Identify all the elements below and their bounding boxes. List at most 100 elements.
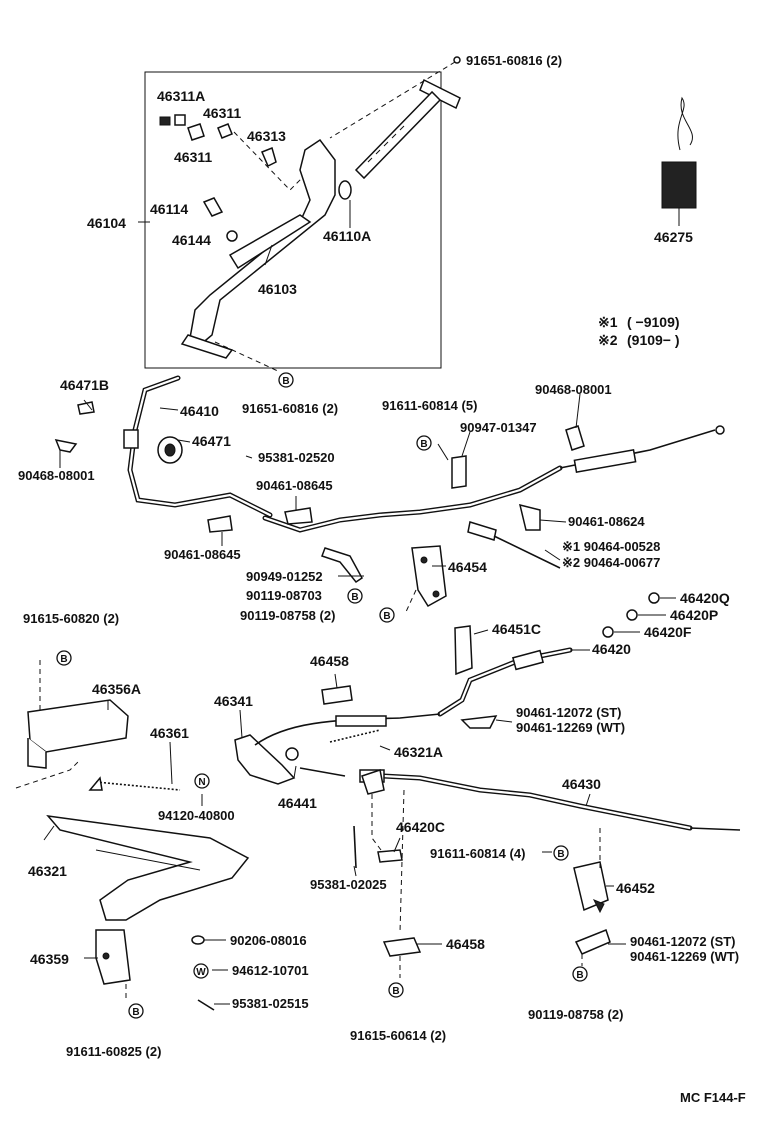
symbol-b-7: B xyxy=(572,966,588,982)
pin-95381-02515 xyxy=(197,999,215,1011)
clip-46311A xyxy=(159,114,186,126)
pin-95381-02025 xyxy=(353,825,357,869)
label-46144: 46144 xyxy=(172,232,211,248)
svg-text:B: B xyxy=(557,849,564,860)
label-90119-08703: 90119-08703 xyxy=(246,588,322,603)
label-46311-b: 46311 xyxy=(174,149,212,165)
label-46452: 46452 xyxy=(616,880,655,896)
label-91615-60820: 91615-60820 (2) xyxy=(23,611,119,626)
label-91611-60814-5: 91611-60814 (5) xyxy=(382,398,477,413)
label-90461-12072-b: 90461-12072 (ST) xyxy=(630,934,736,949)
label-46359: 46359 xyxy=(30,951,69,967)
label-46420P: 46420P xyxy=(670,607,718,623)
label-90461-08645-a: 90461-08645 xyxy=(256,478,333,493)
svg-text:B: B xyxy=(392,986,399,997)
bracket-46359 xyxy=(95,929,131,985)
legend-range-1: ( −9109) xyxy=(627,314,680,330)
bracket-46452 xyxy=(573,861,609,914)
label-46321: 46321 xyxy=(28,863,67,879)
clip-90461-12072-b xyxy=(574,929,611,955)
label-46341: 46341 xyxy=(214,693,253,709)
label-90464-00528: ※1 90464-00528 xyxy=(562,539,660,554)
label-95381-02515: 95381-02515 xyxy=(232,996,309,1011)
symbol-b-8: B xyxy=(388,982,404,998)
symbol-b-1: B xyxy=(278,372,294,388)
label-46103: 46103 xyxy=(258,281,297,297)
ring-46110A xyxy=(338,180,352,200)
label-46420F: 46420F xyxy=(644,624,692,640)
clip-90461-12072-a xyxy=(460,715,498,729)
clevis-46420C xyxy=(361,769,385,795)
label-46420: 46420 xyxy=(592,641,631,657)
clip-46420C-pin xyxy=(377,849,403,863)
grommet-46471 xyxy=(157,436,183,464)
lever-body xyxy=(180,138,352,359)
label-46114: 46114 xyxy=(150,201,188,217)
clip-46471B xyxy=(77,401,95,415)
label-90947-01347: 90947-01347 xyxy=(460,420,537,435)
lever-assembly-box xyxy=(144,71,442,369)
bracket-90949 xyxy=(321,547,363,584)
label-90461-12269-a: 90461-12269 (WT) xyxy=(516,720,625,735)
pad-46458-top xyxy=(321,685,353,705)
symbol-b-2: B xyxy=(416,435,432,451)
label-91611-60825: 91611-60825 (2) xyxy=(66,1044,161,1059)
svg-text:B: B xyxy=(132,1007,139,1018)
label-90206-08016: 90206-08016 xyxy=(230,933,307,948)
nut-46420Q xyxy=(648,592,660,604)
label-46458-b: 46458 xyxy=(446,936,485,952)
pad-46458-bottom xyxy=(382,937,422,957)
svg-text:B: B xyxy=(420,439,427,450)
label-46471: 46471 xyxy=(192,433,231,449)
svg-text:B: B xyxy=(351,592,358,603)
cable-main xyxy=(262,425,725,533)
lever-handle-grip xyxy=(354,78,461,180)
label-90949-01252: 90949-01252 xyxy=(246,569,323,584)
clamp-90464 xyxy=(467,521,561,569)
symbol-b-3: B xyxy=(347,588,363,604)
svg-text:B: B xyxy=(576,970,583,981)
pin-46313 xyxy=(261,146,277,168)
tag-46275 xyxy=(661,96,697,226)
symbol-w: W xyxy=(193,963,209,979)
label-46313: 46313 xyxy=(247,128,286,144)
svg-text:W: W xyxy=(196,967,206,978)
label-46321A: 46321A xyxy=(394,744,443,760)
bracket-90461-08624 xyxy=(518,503,541,531)
label-95381-02025: 95381-02025 xyxy=(310,877,387,892)
label-46275: 46275 xyxy=(654,229,693,245)
bracket-90947 xyxy=(451,455,467,489)
svg-text:B: B xyxy=(60,654,67,665)
clip-90468-left xyxy=(54,438,78,453)
label-46420C: 46420C xyxy=(396,819,445,835)
label-46361: 46361 xyxy=(150,725,189,741)
label-94120-40800: 94120-40800 xyxy=(158,808,235,823)
label-46454: 46454 xyxy=(448,559,487,575)
clip-90468-top xyxy=(565,425,585,451)
bolt-46361 xyxy=(88,776,181,791)
label-90461-12269-b: 90461-12269 (WT) xyxy=(630,949,739,964)
legend-mark-2: ※2 xyxy=(598,332,618,348)
label-46441: 46441 xyxy=(278,795,317,811)
label-46458-a: 46458 xyxy=(310,653,349,669)
label-95381-02520: 95381-02520 xyxy=(258,450,335,465)
label-46410: 46410 xyxy=(180,403,219,419)
label-90464-00677: ※2 90464-00677 xyxy=(562,555,660,570)
bracket-46454 xyxy=(411,545,447,608)
label-90468-08001-left: 90468-08001 xyxy=(18,468,95,483)
washer-90206 xyxy=(191,935,205,945)
label-46451C: 46451C xyxy=(492,621,541,637)
label-46430: 46430 xyxy=(562,776,601,792)
label-46471B: 46471B xyxy=(60,377,109,393)
label-91615-60614: 91615-60614 (2) xyxy=(350,1028,446,1043)
legend-range-2: (9109− ) xyxy=(627,332,680,348)
label-46356A: 46356A xyxy=(92,681,141,697)
symbol-b-9: B xyxy=(128,1003,144,1019)
svg-text:B: B xyxy=(282,376,289,387)
spring-46321A xyxy=(329,729,381,743)
equalizer-46341 xyxy=(234,713,441,785)
label-46311A: 46311A xyxy=(157,88,205,104)
symbol-b-6: B xyxy=(553,845,569,861)
pulley-46441 xyxy=(285,747,299,761)
legend-mark-1: ※1 xyxy=(598,314,618,330)
